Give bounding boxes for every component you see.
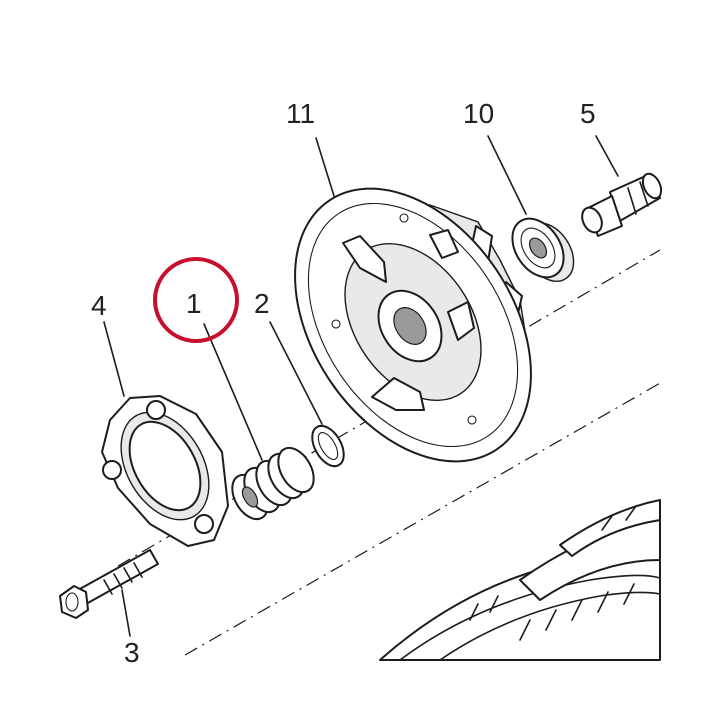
leader-line-10 (487, 135, 527, 215)
callout-11: 11 (286, 98, 315, 129)
retaining-plate-part-4 (101, 395, 229, 547)
leader-line-4 (103, 321, 125, 397)
callout-2: 2 (254, 288, 270, 319)
callout-10: 10 (463, 98, 494, 129)
leader-line-5 (595, 135, 619, 177)
highlight-circle (153, 257, 239, 343)
leader-line-3 (121, 589, 131, 637)
snap-ring-part-2 (311, 424, 345, 468)
leader-line-2 (269, 321, 323, 425)
clutch-disc-stack (379, 499, 661, 661)
clutch-axis-line (184, 381, 663, 656)
spring-part-1 (231, 446, 315, 521)
bolt-part-3 (59, 549, 159, 619)
pressure-plate-part-11 (294, 187, 532, 463)
bearing-part-10 (511, 217, 575, 282)
leader-line-11 (315, 137, 335, 197)
callout-5: 5 (580, 98, 596, 129)
pushrod-part-5 (581, 172, 663, 237)
callout-3: 3 (124, 637, 140, 668)
callout-4: 4 (91, 290, 107, 321)
callout-1: 1 (186, 288, 202, 319)
leader-line-1 (203, 323, 263, 461)
